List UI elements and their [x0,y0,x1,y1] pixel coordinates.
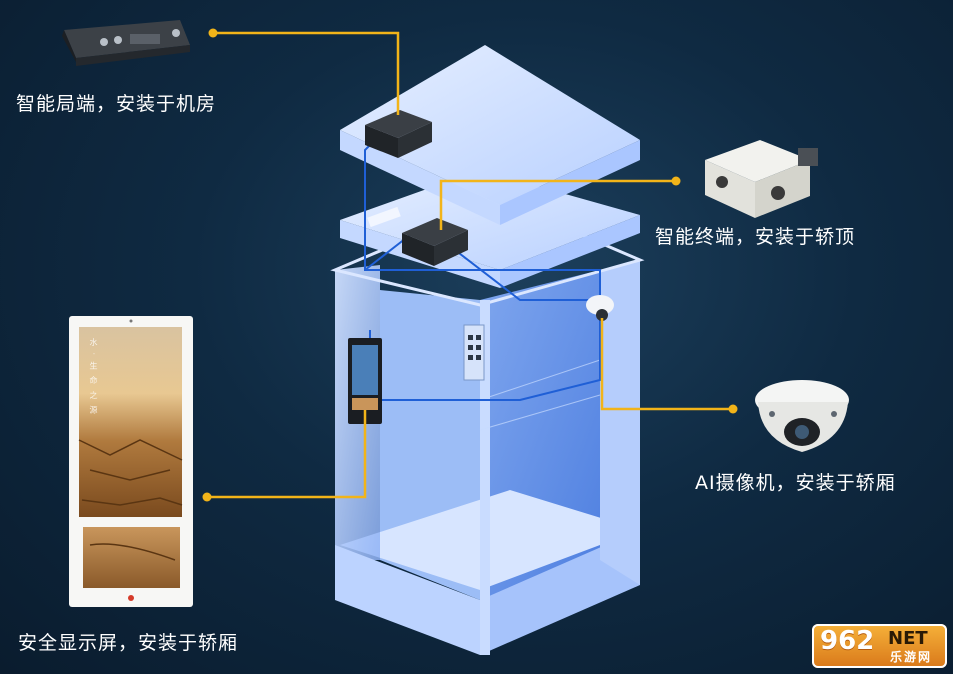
ai-camera-image [755,380,849,452]
display-tagline: 水 · 生 命 之 源 [89,338,98,416]
watermark-site: 乐游网 [890,650,933,664]
watermark-number: 962 [820,626,875,656]
smart-office-box [365,110,432,158]
callout-dots [202,28,738,502]
callout-lines [207,31,733,499]
machine-room-slab [340,45,640,225]
smart-terminal-box [402,218,468,266]
safety-display-image [69,316,193,607]
smart-office-device-image [62,20,190,66]
watermark-suffix: NET [888,628,928,649]
smart-office-label: 智能局端，安装于机房 [16,93,217,115]
smart-terminal-label: 智能终端，安装于轿顶 [655,226,856,248]
smart-terminal-device-image [705,140,818,218]
car-camera [586,295,614,321]
car-button-panel [463,324,485,381]
ai-camera-label: AI摄像机，安装于轿厢 [695,472,896,494]
site-watermark-logo: 962 NET 乐游网 [812,624,947,668]
safety-display-label: 安全显示屏，安装于轿厢 [18,632,239,654]
car-display [348,338,382,424]
